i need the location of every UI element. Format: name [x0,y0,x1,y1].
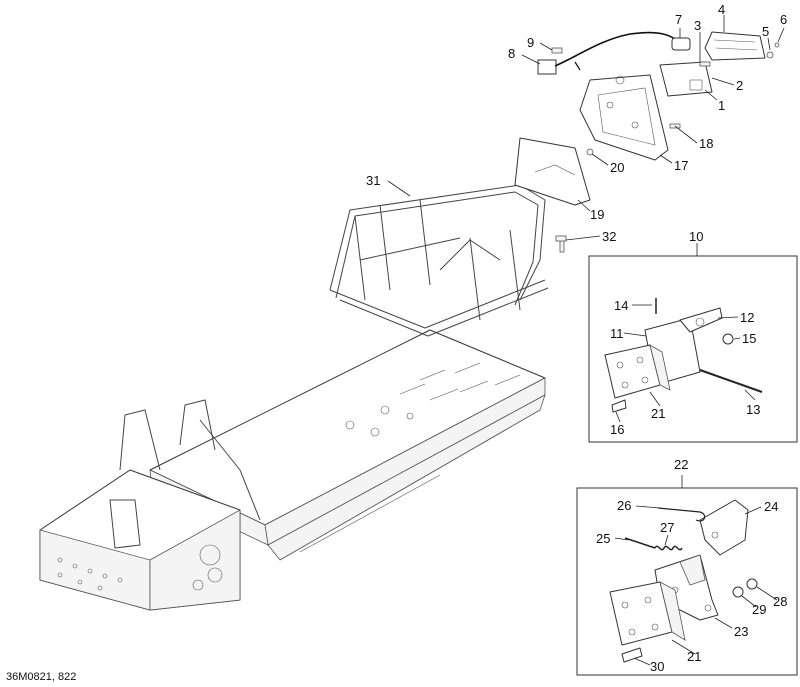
callout-3: 3 [694,18,701,33]
detail-box-22 [576,475,798,676]
callout-25: 25 [596,531,610,546]
callout-17: 17 [674,158,688,173]
callout-13: 13 [746,402,760,417]
callout-9: 9 [527,35,534,50]
rear-rack [329,184,549,337]
callout-1: 1 [718,98,725,113]
callout-32: 32 [602,229,616,244]
callout-5: 5 [762,24,769,39]
callout-18: 18 [699,136,713,151]
callout-15: 15 [742,331,756,346]
callout-7: 7 [675,12,682,27]
callout-27: 27 [660,520,674,535]
callout-11: 11 [610,326,624,341]
callout-26: 26 [617,498,631,513]
chassis-frame [39,329,546,611]
callout-14: 14 [614,298,628,313]
callout-31: 31 [366,173,380,188]
callout-10: 10 [689,229,703,244]
callout-20: 20 [610,160,624,175]
callout-21-box-22: 21 [687,649,701,664]
callout-4: 4 [718,2,725,17]
callout-30: 30 [650,659,664,674]
drawing-code: 36M0821, 822 [6,671,77,683]
callout-24: 24 [764,499,778,514]
callout-22: 22 [674,457,688,472]
leader-lines [387,15,785,666]
callout-labels: 1 2 3 4 5 6 7 8 9 10 11 12 13 14 15 16 1… [366,2,787,674]
callout-28: 28 [773,594,787,609]
callout-2: 2 [736,78,743,93]
callout-12: 12 [740,310,754,325]
tail-light-assembly [514,31,780,253]
callout-8: 8 [508,46,515,61]
callout-16: 16 [610,422,624,437]
callout-19: 19 [590,207,604,222]
callout-21-box-10: 21 [651,406,665,421]
callout-6: 6 [780,12,787,27]
detail-box-10 [588,243,798,443]
callout-29: 29 [752,602,766,617]
callout-23: 23 [734,624,748,639]
